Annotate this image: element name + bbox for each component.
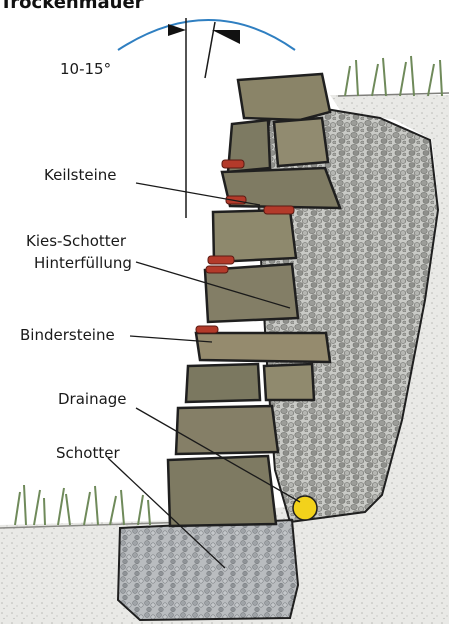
angle-arrow-right: [212, 30, 240, 44]
grass-left: [15, 485, 150, 525]
grass-right: [345, 56, 442, 96]
label-kies-schotter: Kies-Schotter: [26, 232, 127, 250]
angle-arc: [118, 20, 295, 50]
label-hinterfuellung: Hinterfüllung: [34, 254, 132, 272]
label-keilsteine: Keilsteine: [44, 166, 116, 184]
angle-label: 10-15°: [60, 60, 111, 78]
label-bindersteine: Bindersteine: [20, 326, 115, 344]
label-drainage: Drainage: [58, 390, 127, 408]
angle-arrow-left: [168, 24, 186, 36]
label-schotter: Schotter: [56, 444, 120, 462]
diagram-title: Trockenmauer: [0, 0, 144, 13]
foundation-gravel: [118, 520, 298, 620]
